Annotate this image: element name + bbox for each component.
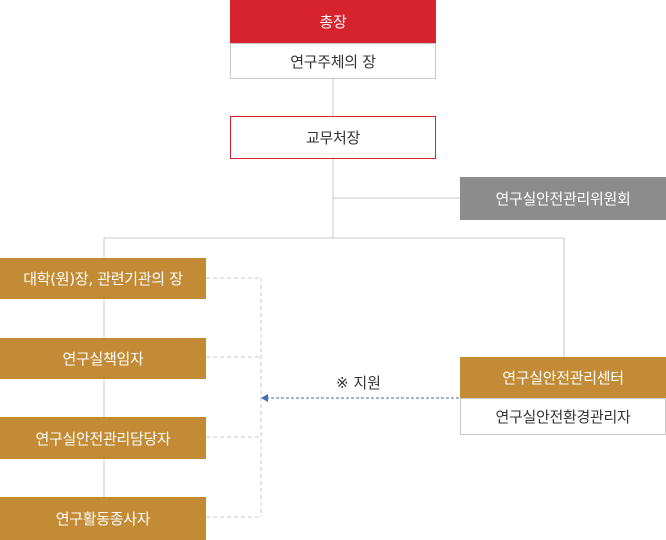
academic-affairs-box: 교무처장 (230, 116, 436, 159)
role-title-dean: 대학(원)장, 관련기관의 장 (23, 270, 183, 288)
role-title-researcher: 연구활동종사자 (55, 510, 151, 528)
center-box: 연구실안전관리센터 (460, 357, 666, 398)
center-subtitle-box: 연구실안전환경관리자 (460, 398, 666, 435)
role-box-researcher: 연구활동종사자 (0, 497, 206, 540)
president-subtitle-box: 연구주체의 장 (230, 43, 436, 79)
committee-box: 연구실안전관리위원회 (460, 177, 666, 220)
president-box: 총장 (230, 0, 436, 43)
support-label: ※ 지원 (336, 374, 381, 392)
support-arrow-head (261, 394, 268, 402)
committee-title: 연구실안전관리위원회 (495, 190, 631, 208)
center-subtitle: 연구실안전환경관리자 (495, 408, 631, 426)
support-bracket (206, 277, 262, 518)
role-box-dean: 대학(원)장, 관련기관의 장 (0, 258, 206, 299)
role-box-safety-officer: 연구실안전관리담당자 (0, 417, 206, 459)
role-title-lab-manager: 연구실책임자 (62, 350, 144, 368)
president-title: 총장 (319, 13, 347, 31)
role-box-lab-manager: 연구실책임자 (0, 338, 206, 379)
president-subtitle: 연구주체의 장 (290, 52, 376, 71)
role-title-safety-officer: 연구실안전관리담당자 (35, 429, 171, 448)
academic-affairs-title: 교무처장 (305, 129, 360, 147)
center-title: 연구실안전관리센터 (502, 369, 624, 387)
